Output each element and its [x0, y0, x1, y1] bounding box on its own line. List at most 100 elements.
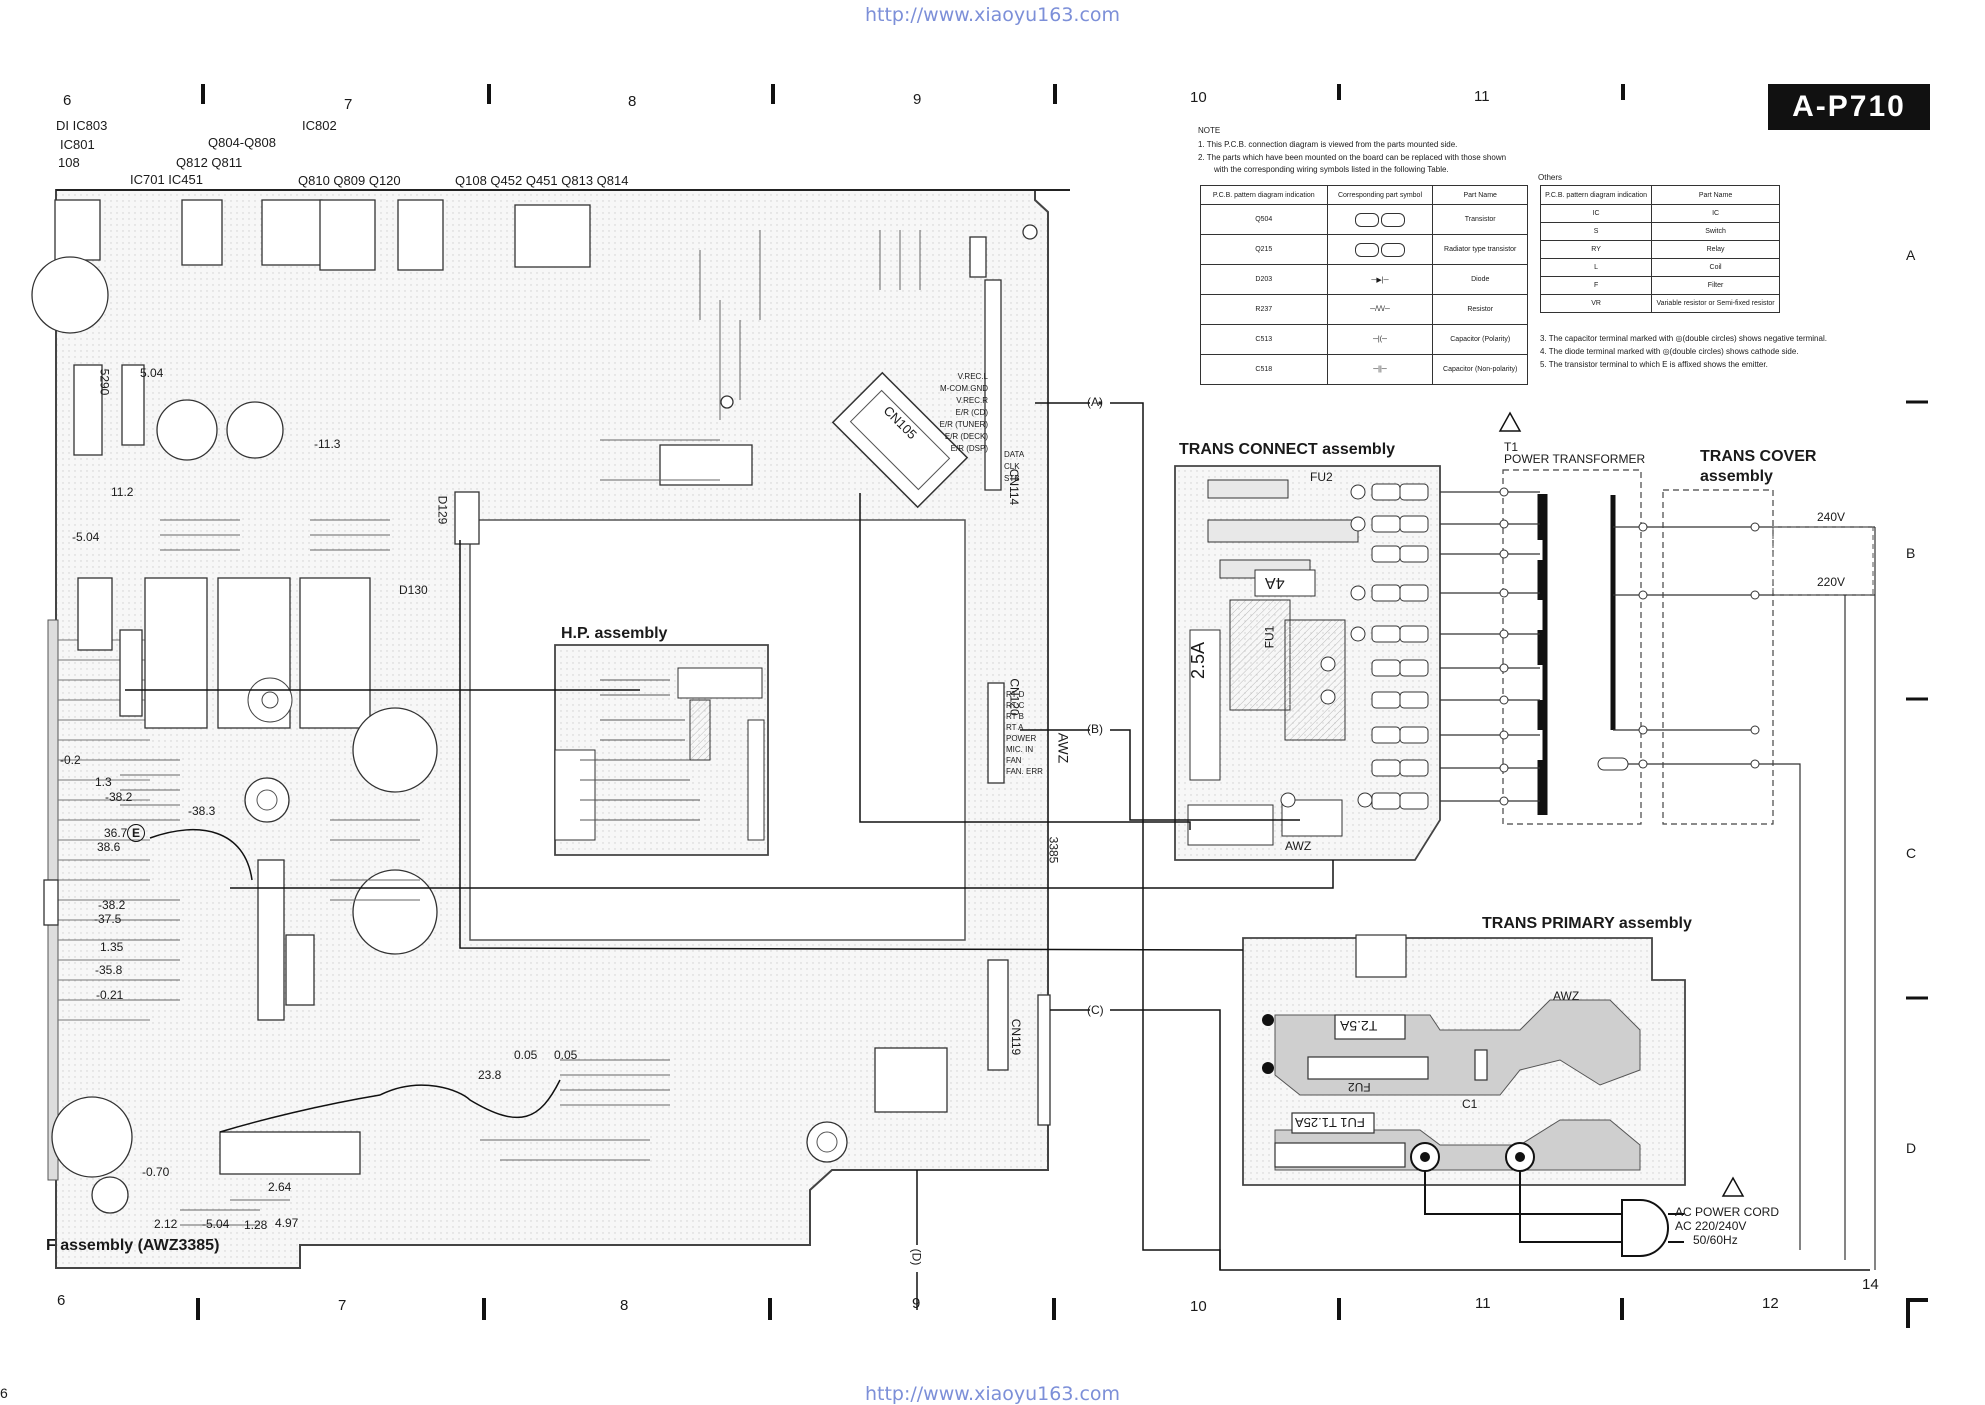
- legend-part: Resistor: [1432, 294, 1528, 325]
- voltage-reading: -38.3: [188, 804, 216, 818]
- note-2b: with the corresponding wiring symbols li…: [1214, 165, 1449, 174]
- hp-assembly-title: H.P. assembly: [561, 625, 668, 642]
- voltage-reading: 36.7: [104, 826, 128, 840]
- voltage-reading: 1.35: [100, 940, 124, 954]
- cn120-pin: RT A: [1006, 723, 1024, 732]
- ref-label: IC801: [60, 137, 95, 152]
- fuse-fu1-connect: FU1: [1262, 625, 1277, 649]
- cn114-pin: V.REC.R: [956, 396, 988, 405]
- voltage-reading: 2.64: [268, 1180, 292, 1194]
- voltage-reading: -38.2: [105, 790, 133, 804]
- column-label-top: 7: [344, 96, 353, 113]
- column-label-bottom: 6: [57, 1292, 66, 1309]
- legend-header: Corresponding part symbol: [1326, 185, 1434, 205]
- connector-c: (C): [1087, 1003, 1104, 1017]
- cn114-pin: M-COM.GND: [940, 384, 988, 393]
- awz-primary: AWZ: [1553, 989, 1580, 1003]
- fuse-fu2-label: FU2: [1348, 1080, 1371, 1094]
- cn120-pin: RT D: [1006, 690, 1025, 699]
- cn114-pin: E/R (CD): [955, 408, 988, 417]
- ref-label: IC802: [302, 118, 337, 133]
- legend-part: Capacitor (Polarity): [1432, 324, 1528, 355]
- voltage-reading: 11.2: [111, 485, 134, 499]
- others-pcb: IC: [1539, 204, 1653, 223]
- radiator-transistor-symbol-icon: [1326, 234, 1434, 265]
- f-assembly-title: F assembly (AWZ3385): [46, 1237, 220, 1254]
- column-label-top: 8: [628, 93, 637, 110]
- note-2: 2. The parts which have been mounted on …: [1198, 153, 1507, 162]
- voltage-reading: -37.5: [94, 912, 122, 926]
- legend-pcb: D203: [1200, 264, 1328, 295]
- header-url[interactable]: http://www.xiaoyu163.com: [864, 4, 1121, 26]
- ref-label: Q810 Q809 Q120: [298, 173, 401, 188]
- legend-header: Part Name: [1432, 185, 1528, 205]
- capacitor-c1: C1: [1462, 1097, 1478, 1111]
- column-label-top: 9: [913, 91, 922, 108]
- connector-d: (D): [909, 1248, 924, 1266]
- fuse-fu2-rating: T2.5A: [1340, 1018, 1378, 1034]
- cn120-pin: RT B: [1006, 712, 1024, 721]
- column-label-top: 11: [1474, 88, 1490, 105]
- corner-number: 14: [1862, 1276, 1879, 1293]
- legend-pcb: C518: [1200, 354, 1328, 385]
- cn114-pin: E/R (DSP): [950, 444, 988, 453]
- others-part: Coil: [1651, 258, 1780, 277]
- legend-part: Transistor: [1432, 204, 1528, 235]
- cn120-pin: POWER: [1006, 734, 1037, 743]
- connector-a: (A): [1087, 395, 1103, 409]
- voltage-reading: 0.05: [514, 1048, 538, 1062]
- notes-title: NOTE: [1198, 126, 1221, 135]
- row-label: C: [1906, 845, 1917, 861]
- transformer-ref: T1: [1504, 440, 1519, 454]
- others-part: Filter: [1651, 276, 1780, 295]
- others-pcb: F: [1539, 276, 1653, 295]
- others-pcb: VR: [1539, 294, 1653, 313]
- cn120-pin: FAN. ERR: [1006, 767, 1043, 776]
- others-header: P.C.B. pattern diagram indication: [1539, 185, 1653, 205]
- column-label-bottom: 8: [620, 1297, 629, 1314]
- others-part: Variable resistor or Semi-fixed resistor: [1651, 294, 1780, 313]
- others-pcb: RY: [1539, 240, 1653, 259]
- column-label-bottom: 9: [912, 1295, 921, 1312]
- column-label-bottom: 12: [1762, 1295, 1779, 1312]
- awz-connect: AWZ: [1285, 839, 1312, 853]
- footer-url[interactable]: http://www.xiaoyu163.com: [864, 1383, 1121, 1405]
- others-title: Others: [1538, 173, 1563, 182]
- others-part: Relay: [1651, 240, 1780, 259]
- ref-label: Q108 Q452 Q451 Q813 Q814: [455, 173, 629, 188]
- cn114-pin: E/R (TUNER): [939, 420, 988, 429]
- ac-cord-voltage: AC 220/240V: [1675, 1219, 1747, 1233]
- legend-table: P.C.B. pattern diagram indication Corres…: [1200, 185, 1528, 385]
- grid-ticks-right: [1906, 400, 1928, 1000]
- resistor-symbol-icon: ─/\/\/─: [1326, 294, 1434, 325]
- cn114-pin: V.REC.L: [957, 372, 988, 381]
- others-pcb: S: [1539, 222, 1653, 241]
- ref-label: 108: [58, 155, 80, 170]
- model-badge: A-P710: [1768, 84, 1930, 130]
- trans-primary-title: TRANS PRIMARY assembly: [1482, 915, 1692, 932]
- row-label: B: [1906, 545, 1916, 561]
- voltage-reading: -5.04: [202, 1217, 230, 1231]
- legend-pcb: C513: [1200, 324, 1328, 355]
- transformer-name: POWER TRANSFORMER: [1504, 452, 1646, 466]
- column-label-top: 6: [63, 92, 72, 109]
- grid-ticks-bottom: [196, 1298, 1624, 1320]
- d130-label: D130: [399, 583, 428, 597]
- connector-b: (B): [1087, 722, 1103, 736]
- column-label-bottom: 7: [338, 1297, 347, 1314]
- diode-symbol-icon: ─▶|─: [1326, 264, 1434, 295]
- voltage-reading: 2.12: [154, 1217, 178, 1231]
- legend-part: Radiator type transistor: [1432, 234, 1528, 265]
- grid-ticks-top: [201, 84, 1625, 104]
- voltage-reading: -35.8: [95, 963, 123, 977]
- legend-header: P.C.B. pattern diagram indication: [1200, 185, 1328, 205]
- voltage-reading: -5.04: [72, 530, 100, 544]
- note-3: 3. The capacitor terminal marked with ◎(…: [1540, 334, 1827, 343]
- transistor-symbol-icon: [1326, 204, 1434, 235]
- fuse-top-label: FU2: [1310, 470, 1333, 484]
- d129-label: D129: [435, 495, 450, 525]
- voltage-reading: -38.2: [98, 898, 126, 912]
- cn120-pin: MIC. IN: [1006, 745, 1034, 754]
- others-part: Switch: [1651, 222, 1780, 241]
- cn114-pin: STB: [1004, 474, 1020, 483]
